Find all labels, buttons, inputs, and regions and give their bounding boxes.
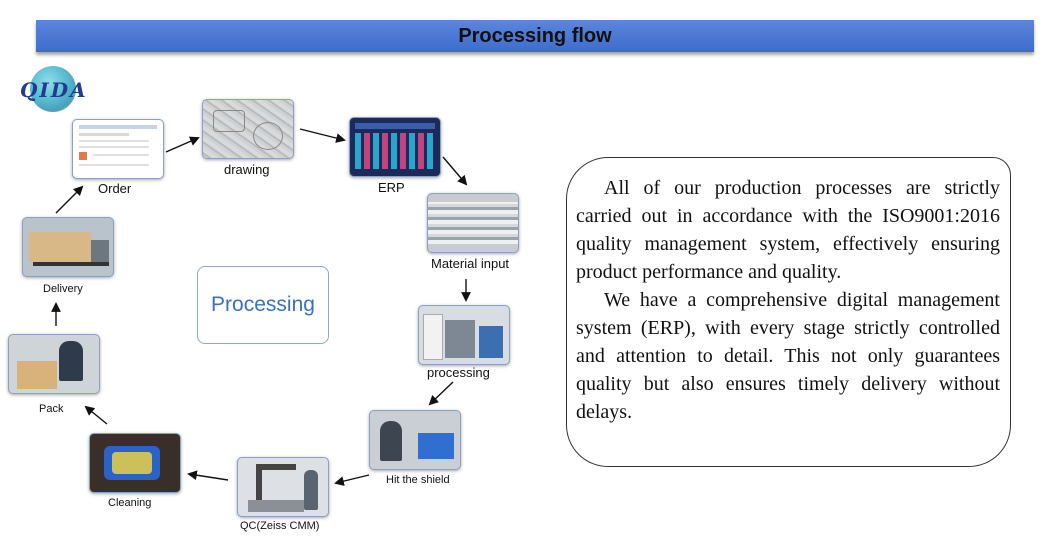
machining-workshop-thumbnail — [418, 305, 510, 365]
arrow-order-to-drawing — [165, 136, 200, 153]
delivery-truck-thumbnail — [22, 217, 114, 277]
step-label: Order — [98, 181, 132, 196]
description-box: All of our production processes are stri… — [566, 157, 1011, 467]
step-label: Material input — [431, 256, 510, 271]
description-paragraph-1: All of our production processes are stri… — [576, 177, 1000, 283]
step-label: processing — [427, 365, 490, 380]
arrow-processing-to-shield — [428, 381, 454, 406]
packing-boxes-thumbnail — [8, 334, 100, 394]
material-bars-thumbnail — [427, 193, 519, 253]
cmm-machine-thumbnail — [237, 457, 329, 517]
step-label: Pack — [39, 403, 64, 415]
step-label: drawing — [224, 162, 270, 177]
page-title: Processing flow — [458, 24, 612, 47]
logo-text: QIDA — [20, 78, 88, 102]
step-label: Delivery — [43, 283, 83, 295]
arrow-cleaning-to-pack — [84, 405, 108, 425]
step-label: ERP — [378, 180, 405, 195]
drawing-photo-thumbnail — [202, 99, 294, 159]
header-banner: Processing flow — [36, 20, 1034, 52]
description-paragraph-2: We have a comprehensive digital manageme… — [576, 289, 1000, 423]
erp-screen-thumbnail — [349, 117, 441, 177]
order-screenshot-thumbnail — [72, 119, 164, 179]
cleaning-tray-thumbnail — [89, 433, 181, 493]
arrow-drawing-to-erp — [299, 128, 346, 143]
arrow-qc-to-cleaning — [187, 470, 229, 481]
arrow-erp-to-material — [442, 156, 468, 186]
center-label: Processing — [211, 293, 315, 316]
worker-at-bench-thumbnail — [369, 410, 461, 470]
step-label: QC(Zeiss CMM) — [240, 520, 320, 532]
company-logo: QIDA — [20, 66, 86, 114]
arrow-delivery-to-order — [55, 185, 84, 214]
arrow-shield-to-qc — [334, 474, 370, 486]
globe-icon — [30, 66, 76, 112]
step-label: Cleaning — [108, 497, 152, 509]
processing-center-box: Processing — [197, 266, 329, 344]
step-label: Hit the shield — [386, 474, 450, 486]
